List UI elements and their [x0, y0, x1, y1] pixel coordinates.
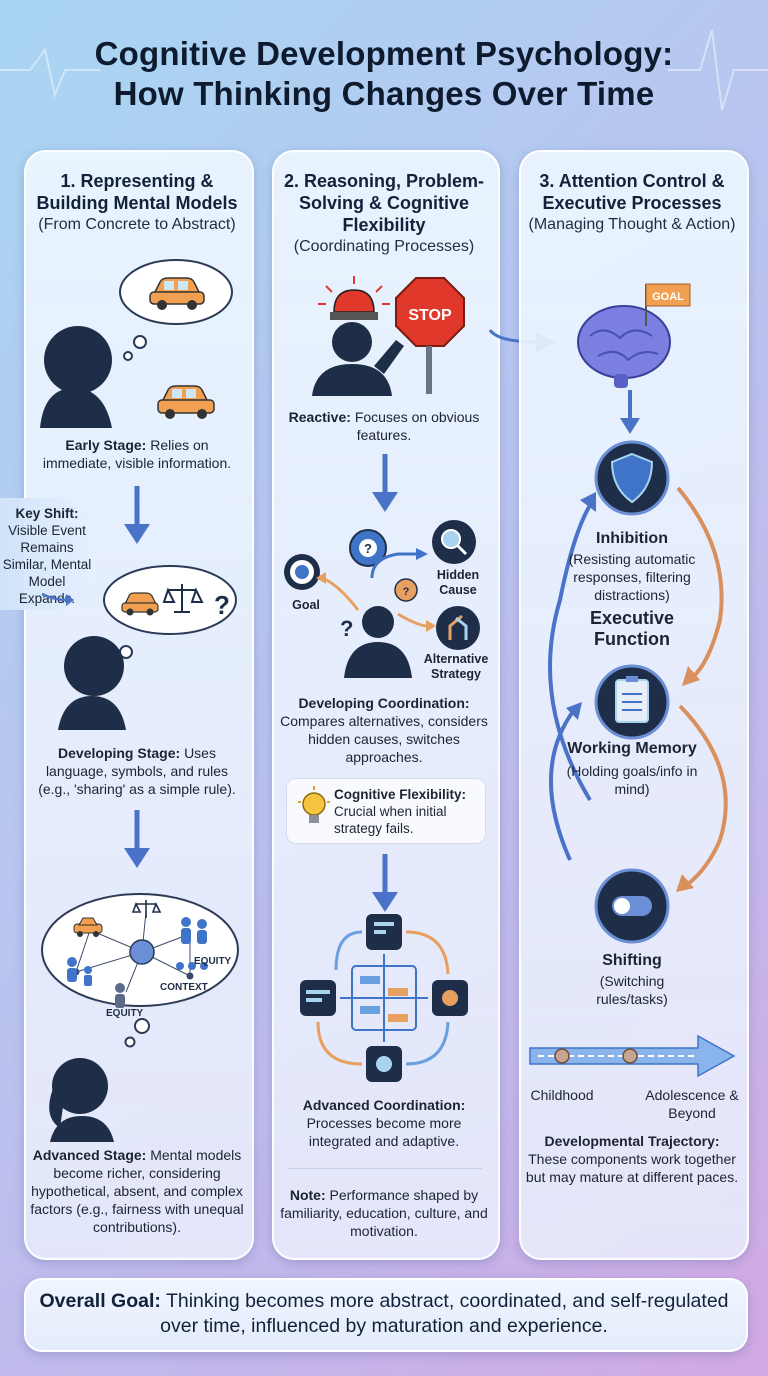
- trajectory-text: Developmental Trajectory:These component…: [525, 1133, 739, 1185]
- panel1-title: 1. Representing & Building Mental Models: [36, 171, 238, 213]
- adolescence-label: Adolescence & Beyond: [645, 1087, 739, 1121]
- down-arrow-icon: [620, 390, 640, 434]
- svg-text:?: ?: [403, 586, 410, 598]
- cycle-arrow-icon: [548, 708, 576, 861]
- alternative-strategy-label: Alternative Strategy: [423, 652, 489, 681]
- cloud-label-context: CONTEXT: [160, 982, 208, 993]
- coordination-text: Developing Coordination: Compares altern…: [280, 695, 488, 765]
- goal-flag-icon: GOAL: [645, 283, 691, 326]
- branch-arrows-icon: [436, 606, 480, 650]
- page-title: Cognitive Development Psychology:How Thi…: [94, 35, 674, 112]
- elder-icon: [115, 983, 125, 1008]
- shifting-text: (Switching rules/tasks): [596, 973, 668, 1007]
- advanced-stage-text: Advanced Stage: Mental models become ric…: [30, 1147, 244, 1235]
- cognitive-flexibility-box: [286, 778, 486, 844]
- scales-icon: [162, 584, 204, 613]
- cognitive-flexibility-text: Cognitive Flexibility:Crucial when initi…: [334, 787, 467, 836]
- early-stage-text: Early Stage: Relies on immediate, visibl…: [42, 437, 232, 471]
- child-silhouette-icon: [58, 636, 126, 730]
- group-icon: [176, 962, 208, 970]
- overall-goal-banner: [24, 1278, 748, 1352]
- flow-arrow-icon: [321, 576, 360, 611]
- svg-text:STOP: STOP: [408, 307, 452, 324]
- trajectory-arrow-icon: [529, 1034, 736, 1078]
- scales-icon: [131, 900, 162, 918]
- working-memory-label: Working Memory: [567, 740, 697, 757]
- question-mark-icon: ?: [340, 616, 353, 641]
- gear-question-icon: ?: [349, 529, 387, 567]
- lightbulb-icon: [298, 786, 330, 823]
- divider: [288, 1168, 482, 1169]
- cloud-label-equity: EQUITY: [194, 956, 232, 967]
- magnifier-icon: [432, 520, 476, 564]
- goal-label: Goal: [292, 598, 320, 612]
- question-mark-icon: ?: [214, 590, 230, 620]
- hidden-cause-label: Hidden Cause: [436, 568, 480, 597]
- developing-stage-text: Developing Stage: Uses language, symbols…: [38, 745, 236, 797]
- car-icon: [149, 277, 205, 310]
- early-stage-illustration: [40, 259, 233, 428]
- panel1-subtitle: (From Concrete to Abstract): [38, 216, 236, 233]
- panel2-subtitle: (Coordinating Processes): [293, 238, 475, 255]
- cycle-arrow-icon: [678, 704, 728, 886]
- overall-goal-text: Overall Goal: Thinking becomes more abst…: [39, 1290, 729, 1337]
- inhibition-text: (Resisting automatic responses, filterin…: [568, 551, 696, 603]
- note-text: Note: Performance shaped by familiarity,…: [280, 1187, 488, 1239]
- down-arrow-icon: [124, 486, 150, 544]
- girl-silhouette-icon: [49, 1058, 114, 1142]
- callout-arrow-icon: [41, 592, 74, 606]
- svg-text:?: ?: [364, 541, 372, 556]
- sharing-people-icon: [67, 957, 92, 986]
- executive-cycle-illustration: [548, 440, 728, 944]
- shield-icon: [594, 440, 670, 516]
- gear-small-icon: ?: [394, 578, 418, 602]
- key-shift-text: Key Shift:Visible Event Remains Similar,…: [2, 506, 92, 606]
- working-memory-text: (Holding goals/info in mind): [566, 763, 698, 797]
- stop-sign-icon: STOP: [395, 277, 465, 394]
- brain-goal-illustration: GOAL: [577, 283, 691, 388]
- flow-arrow-icon: [397, 612, 429, 628]
- target-icon: [284, 554, 320, 590]
- down-arrow-icon: [372, 854, 398, 912]
- panel3-title: 3. Attention Control & Executive Process…: [539, 171, 725, 213]
- reactive-text: Reactive: Focuses on obvious features.: [288, 409, 480, 443]
- person-silhouette-icon: [344, 606, 412, 678]
- people-icon: [181, 917, 207, 944]
- integrated-network-illustration: [300, 914, 468, 1082]
- flow-arrow-icon: [370, 552, 418, 579]
- panel3-subtitle: (Managing Thought & Action): [528, 216, 736, 233]
- advanced-stage-illustration: EQUITY CONTEXT EQUITY: [41, 893, 239, 1142]
- car-icon: [121, 592, 159, 616]
- reactive-illustration: STOP: [312, 276, 465, 396]
- alarm-light-icon: [318, 276, 390, 320]
- childhood-label: Childhood: [530, 1087, 594, 1103]
- executive-function-label: Executive Function: [589, 608, 675, 649]
- toggle-icon: [594, 868, 670, 944]
- child-silhouette-icon: [40, 326, 112, 428]
- coordination-illustration: ? ? ?: [284, 520, 480, 678]
- person-silhouette-icon: [312, 322, 404, 396]
- background-wave: [0, 29, 768, 111]
- panel2-title: 2. Reasoning, Problem-Solving & Cognitiv…: [283, 171, 485, 235]
- clipboard-icon: [594, 664, 670, 740]
- shifting-label: Shifting: [602, 952, 662, 969]
- cycle-arrow-icon: [676, 486, 724, 678]
- cycle-arrow-icon: [548, 500, 594, 802]
- car-icon: [73, 917, 103, 937]
- brain-node-icon: [129, 939, 155, 965]
- down-arrow-icon: [124, 810, 150, 868]
- car-icon: [157, 385, 215, 419]
- down-arrow-icon: [372, 454, 398, 512]
- key-shift-callout: [0, 498, 96, 610]
- cloud-label-equity-2: EQUITY: [106, 1008, 144, 1019]
- thought-cloud-icon: [119, 259, 233, 361]
- advanced-coordination-text: Advanced Coordination:Processes become m…: [302, 1097, 466, 1149]
- inhibition-label: Inhibition: [596, 530, 668, 547]
- svg-text:GOAL: GOAL: [652, 291, 684, 303]
- brain-icon: [577, 305, 671, 388]
- developing-stage-illustration: ?: [58, 565, 237, 730]
